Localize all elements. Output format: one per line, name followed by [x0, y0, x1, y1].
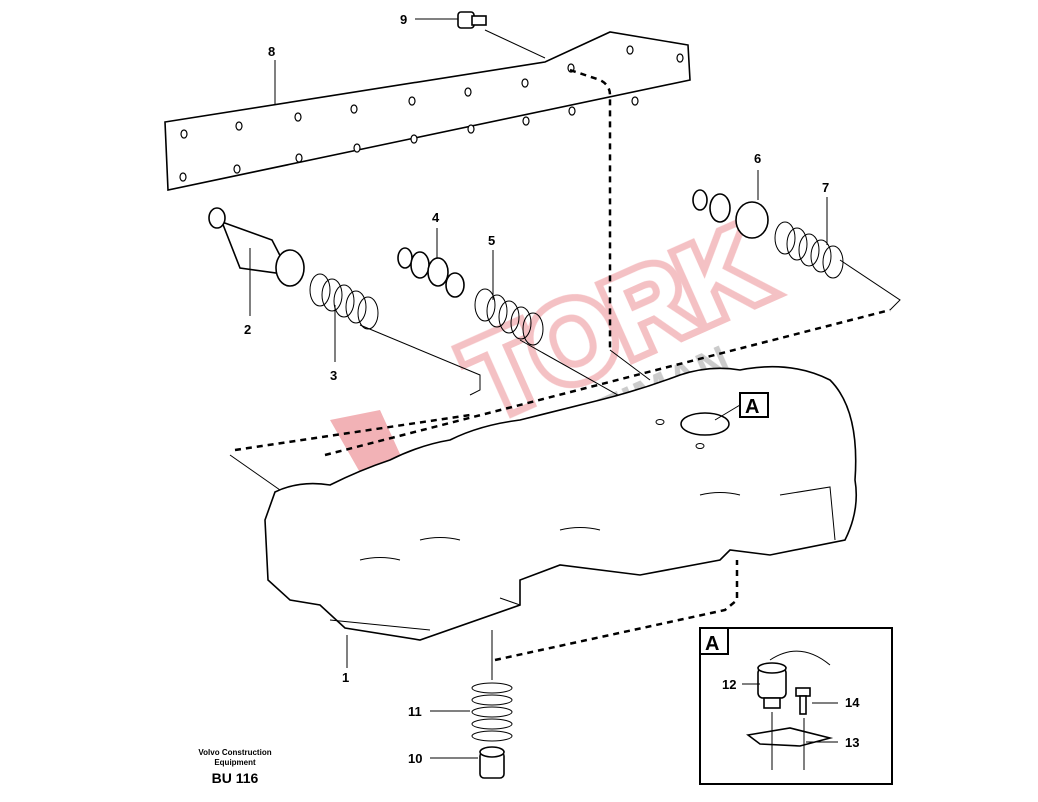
callout-1: 1 [342, 670, 349, 685]
diagram-code: BU 116 [211, 770, 259, 786]
spring-part-7 [774, 221, 844, 279]
callout-13: 13 [845, 735, 859, 750]
callout-2: 2 [244, 322, 251, 337]
callout-8: 8 [268, 44, 275, 59]
callout-10: 10 [408, 751, 422, 766]
detail-title-a: A [705, 633, 719, 655]
bolt-part-9 [457, 11, 487, 29]
plate-part-8 [164, 31, 691, 191]
callout-3: 3 [330, 368, 337, 383]
view-marker-box [739, 392, 769, 418]
spring-part-3 [309, 273, 379, 330]
detail-view-a: A 12 14 13 [699, 627, 893, 785]
sleeve-part-2 [208, 207, 305, 287]
spring-part-11 [471, 682, 513, 742]
manufacturer-label: Volvo Construction Equipment [198, 748, 272, 767]
valve-spool-part-6 [692, 189, 769, 239]
callout-11: 11 [408, 704, 422, 719]
callout-14: 14 [845, 695, 860, 710]
callout-12: 12 [722, 677, 736, 692]
leader-lines [249, 18, 828, 759]
callout-5: 5 [488, 233, 495, 248]
callout-7: 7 [822, 180, 829, 195]
valve-spool-part-4 [397, 247, 465, 298]
view-marker-a: A [745, 396, 759, 418]
spring-part-5 [474, 288, 544, 346]
callout-9: 9 [400, 12, 407, 27]
plug-part-10 [479, 746, 505, 779]
callout-4: 4 [432, 210, 440, 225]
callout-6: 6 [754, 151, 761, 166]
